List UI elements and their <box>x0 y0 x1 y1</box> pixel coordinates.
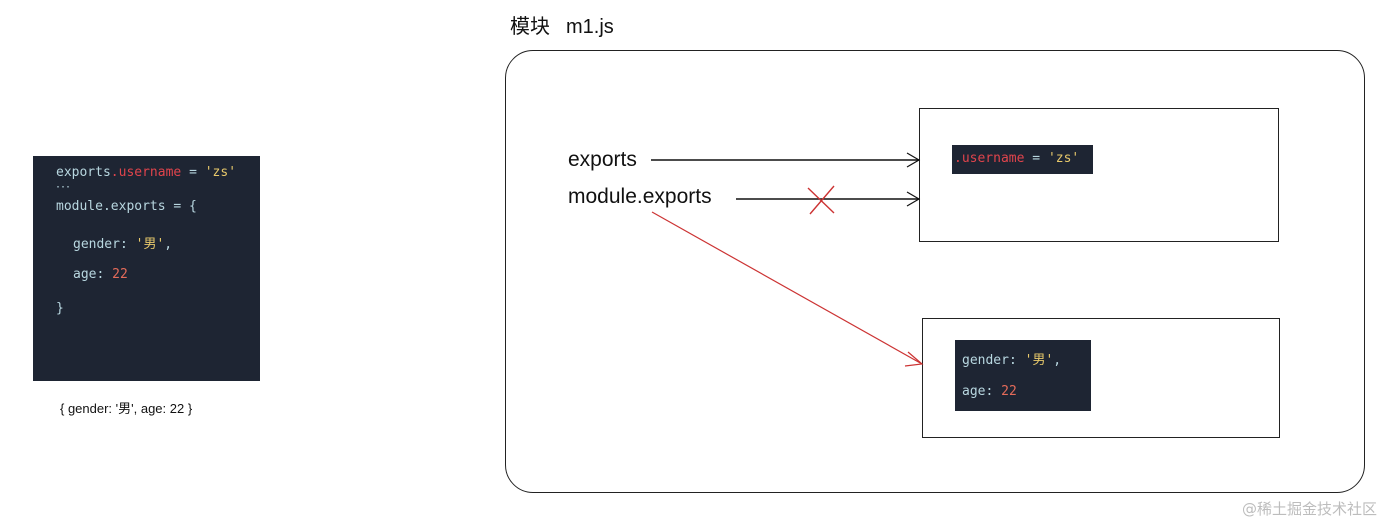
module-exports-arrow <box>736 191 921 207</box>
code-token-number: 22 <box>112 267 128 282</box>
code-token-value: 'zs' <box>204 165 237 180</box>
ellipsis-marker: ··· <box>55 182 71 193</box>
snippet-line-age: age: 22 <box>962 384 1017 399</box>
exports-arrow <box>651 152 921 168</box>
snippet-key: age: <box>962 384 1002 399</box>
module-title-filename: m1.js <box>566 16 614 38</box>
snippet-line-gender: gender: '男', <box>962 349 1061 368</box>
code-token-key: gender: <box>73 237 136 252</box>
watermark: @稀土掘金技术社区 <box>1241 500 1377 518</box>
module-exports-label: module.exports <box>568 185 712 208</box>
code-panel: exports.username = 'zs' ··· module.expor… <box>33 156 260 381</box>
code-line-1: exports.username = 'zs' <box>56 165 236 180</box>
code-line-4: age: 22 <box>73 267 128 282</box>
cross-icon <box>807 185 835 215</box>
code-token-value: '男' <box>135 237 165 252</box>
username-snippet: .username = 'zs' <box>952 145 1093 174</box>
gender-age-snippet: gender: '男', age: 22 <box>955 340 1091 411</box>
snippet-value: 'zs' <box>1047 151 1080 166</box>
code-token-dot: . <box>110 165 119 180</box>
code-token-object: exports <box>56 165 111 180</box>
snippet-line: .username = 'zs' <box>954 151 1079 166</box>
code-token-key: age: <box>73 267 113 282</box>
module-title: 模块 m1.js <box>510 10 614 39</box>
snippet-comma: , <box>1053 353 1062 368</box>
code-token-prop: username <box>118 165 182 180</box>
snippet-eq: = <box>1024 151 1048 166</box>
snippet-number: 22 <box>1001 384 1017 399</box>
code-line-3: gender: '男', <box>73 233 172 252</box>
exports-object-box <box>919 108 1279 242</box>
code-line-2: module.exports = { <box>56 199 197 214</box>
snippet-key: gender: <box>962 353 1025 368</box>
module-container <box>505 50 1365 493</box>
code-line-5: } <box>56 301 64 316</box>
exports-label: exports <box>568 148 637 171</box>
snippet-value: '男' <box>1024 353 1054 368</box>
code-token-eq: = <box>181 165 205 180</box>
snippet-prop: .username <box>954 151 1025 166</box>
result-text: { gender: '男', age: 22 } <box>60 401 193 416</box>
code-token-comma: , <box>164 237 173 252</box>
module-title-prefix: 模块 <box>510 16 550 38</box>
reassign-arrow <box>651 211 924 367</box>
